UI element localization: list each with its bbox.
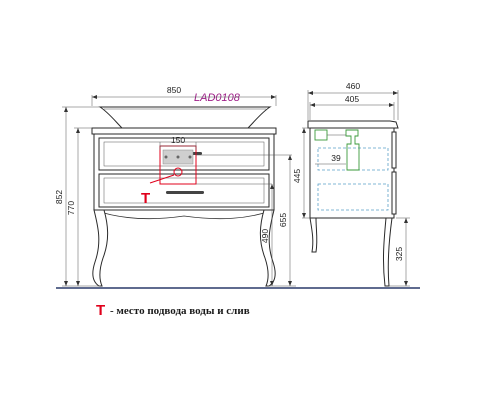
handle-lower [166, 191, 204, 194]
dim-side-offset: 39 [331, 153, 341, 163]
legend-mark: T [96, 302, 105, 319]
front-leg-right [259, 209, 276, 287]
front-view: T LAD0108 850 150 852 770 490 655 [54, 85, 296, 287]
front-drawer-lower [98, 173, 270, 208]
dim-front-width: 850 [167, 85, 181, 95]
side-leg-front [382, 217, 393, 287]
front-basin [98, 106, 272, 129]
front-leg-left [92, 209, 109, 287]
hidden-drawer-lower [317, 183, 389, 211]
dim-side-leg: 325 [394, 247, 404, 261]
dim-side-inner-width: 405 [345, 94, 359, 104]
front-countertop [91, 127, 277, 135]
legend: T - место подвода воды и слив [96, 302, 250, 319]
side-carcass [309, 127, 395, 219]
side-drawer-lower [391, 171, 397, 215]
dim-front-height-top: 770 [66, 201, 76, 215]
side-countertop [307, 120, 399, 129]
drain-marker [173, 167, 183, 177]
dim-side-width: 460 [346, 81, 360, 91]
front-t-mark: T [141, 190, 150, 207]
dim-connection-width: 150 [171, 135, 185, 145]
side-leg-back [309, 217, 318, 253]
dim-front-height-total: 852 [54, 190, 64, 204]
side-drawer-upper [391, 131, 397, 169]
dim-leg-490: 490 [260, 229, 270, 243]
legend-text: - место подвода воды и слив [110, 305, 250, 317]
dim-leg-655: 655 [278, 213, 288, 227]
side-view: 460 405 39 445 325 [292, 81, 410, 287]
side-siphon [345, 129, 360, 171]
model-label: LAD0108 [194, 92, 241, 104]
dim-side-height: 445 [292, 169, 302, 183]
